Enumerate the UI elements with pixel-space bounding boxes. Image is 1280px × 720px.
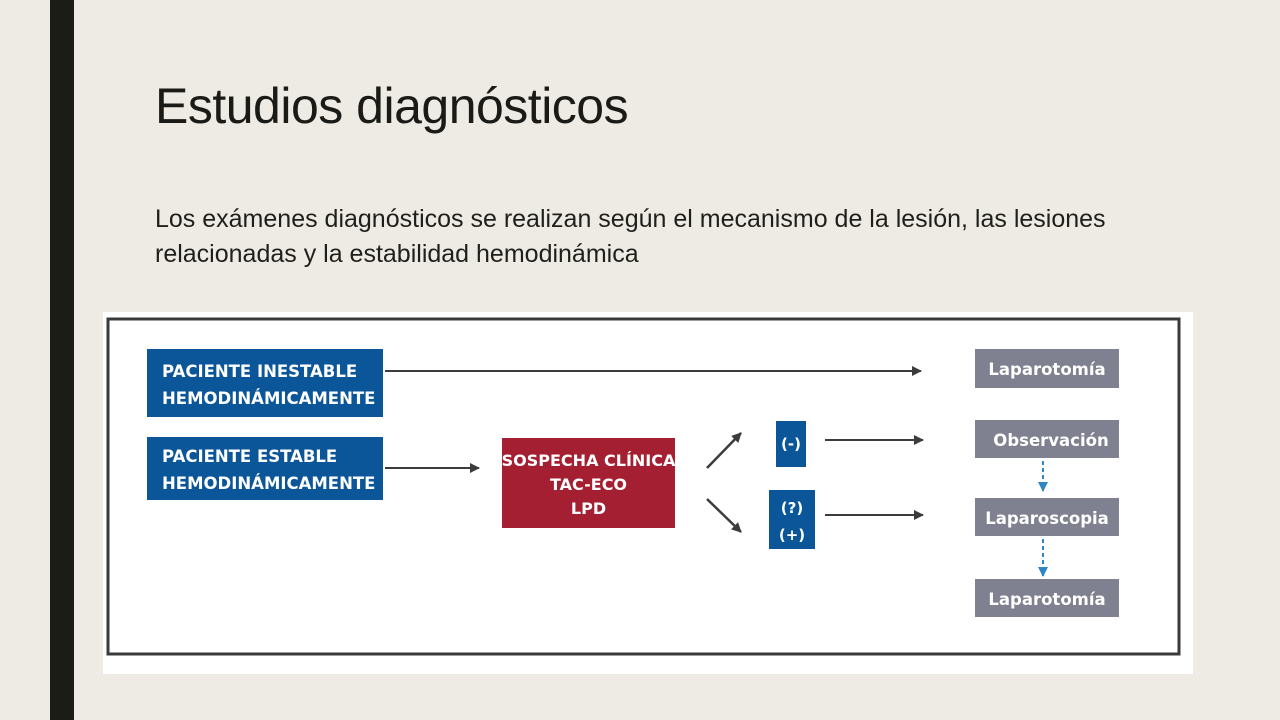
left-accent-bar	[50, 0, 74, 720]
stable-patient-box: PACIENTE ESTABLE HEMODINÁMICAMENTE	[147, 437, 383, 500]
unstable-box-line-1: PACIENTE INESTABLE	[162, 362, 357, 381]
stable-box-line-1: PACIENTE ESTABLE	[162, 447, 337, 466]
uncertain-positive-result-box: (?) (+)	[769, 490, 815, 549]
laparotomy-bottom-label: Laparotomía	[988, 590, 1105, 609]
observation-box: Observación	[975, 420, 1119, 458]
uncertain-result-label: (?)	[781, 499, 803, 517]
arrow-suspicion-to-negative	[706, 432, 742, 469]
negative-result-label: (-)	[781, 435, 801, 453]
observation-label: Observación	[993, 431, 1108, 450]
slide-body-text: Los exámenes diagnósticos se realizan se…	[155, 205, 1106, 268]
laparoscopy-label: Laparoscopia	[985, 509, 1109, 528]
diagram-frame	[106, 317, 1181, 656]
positive-result-label: (+)	[779, 526, 805, 544]
slide-title: Estudios diagnósticos	[155, 78, 629, 134]
suspicion-box-line-2: TAC-ECO	[550, 475, 627, 494]
laparoscopy-box: Laparoscopia	[975, 498, 1119, 536]
unstable-box-line-2: HEMODINÁMICAMENTE	[162, 389, 375, 408]
suspicion-box-line-1: SOSPECHA CLÍNICA	[502, 451, 676, 470]
negative-result-box: (-)	[776, 421, 806, 467]
stable-box-line-2: HEMODINÁMICAMENTE	[162, 474, 375, 493]
diagnostic-flowchart: PACIENTE INESTABLE HEMODINÁMICAMENTE PAC…	[103, 312, 1193, 674]
suspicion-box-line-3: LPD	[571, 499, 606, 518]
unstable-patient-box: PACIENTE INESTABLE HEMODINÁMICAMENTE	[147, 349, 383, 417]
laparotomy-bottom-box: Laparotomía	[975, 579, 1119, 617]
laparotomy-top-label: Laparotomía	[988, 360, 1105, 379]
arrow-suspicion-to-positive	[706, 498, 742, 533]
clinical-suspicion-box: SOSPECHA CLÍNICA TAC-ECO LPD	[502, 438, 676, 528]
laparotomy-top-box: Laparotomía	[975, 349, 1119, 388]
